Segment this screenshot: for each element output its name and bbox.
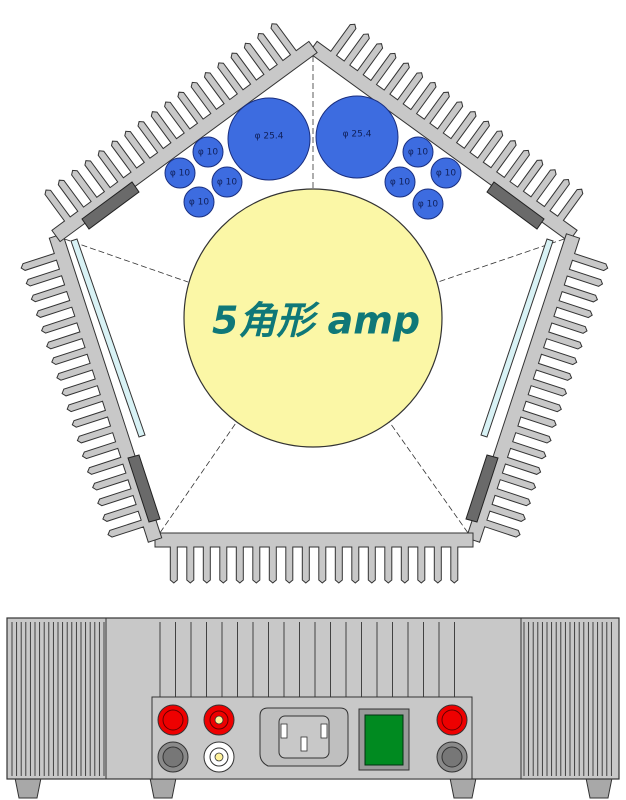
speaker-terminal-red [157,704,189,736]
transistor-lower-right [465,454,499,523]
capacitor-small: φ 10 [192,136,224,168]
capacitor-large-right: φ 25.4 [315,95,399,179]
foot [14,777,42,799]
capacitor-small: φ 10 [384,166,416,198]
amp-title: 5角形 amp [212,299,420,343]
speaker-terminal-red [436,704,468,736]
foot [149,777,177,799]
heatsink-upper-right [308,23,584,243]
speaker-terminal-black [436,741,468,773]
filter-capacitors: φ 25.4 φ 25.4 φ 10 φ 10 φ 10 φ 10 [164,95,462,220]
capacitor-large-left: φ 25.4 [227,97,311,181]
transistor-upper-right [486,181,545,230]
rear-panel-view [6,617,620,799]
transformer-body [183,188,443,448]
feet [14,777,613,799]
cap-label: φ 10 [198,148,219,158]
transistor-upper-left [81,181,140,230]
capacitor-small: φ 10 [164,157,196,189]
cap-label: φ 25.4 [343,130,372,140]
foot [449,777,477,799]
cap-label: φ 10 [408,148,429,158]
capacitor-small: φ 10 [183,186,215,218]
iec-power-inlet [259,707,349,767]
driver-boards [70,238,554,438]
power-transistors [81,181,545,523]
heatsink-upper-left [44,23,318,243]
side-heatsink-fins [11,622,612,776]
cap-label: φ 10 [436,169,457,179]
transistor-lower-left [127,454,161,523]
pcb-right [480,238,554,438]
capacitor-small: φ 10 [211,166,243,198]
cap-label: φ 10 [217,178,238,188]
cap-label: φ 10 [390,178,411,188]
rca-input-red [203,704,235,736]
cap-label: φ 25.4 [255,132,284,142]
power-switch [358,708,410,771]
heatsink-left [20,233,163,543]
top-view: 5角形 amp φ 25.4 φ 25.4 φ 10 φ 10 φ 10 [20,23,609,584]
cap-label: φ 10 [189,198,210,208]
cap-label: φ 10 [170,169,191,179]
heatsink-bottom [154,532,474,584]
transformer: 5角形 amp [183,188,443,448]
pcb-left [70,238,146,438]
heatsinks [20,23,609,584]
capacitor-small: φ 10 [430,157,462,189]
rca-input-white [203,741,235,773]
capacitor-small: φ 10 [412,188,444,220]
heatsink-right [465,233,609,543]
capacitor-small: φ 10 [402,136,434,168]
foot [585,777,613,799]
speaker-terminal-black [157,741,189,773]
cap-label: φ 10 [418,200,439,210]
